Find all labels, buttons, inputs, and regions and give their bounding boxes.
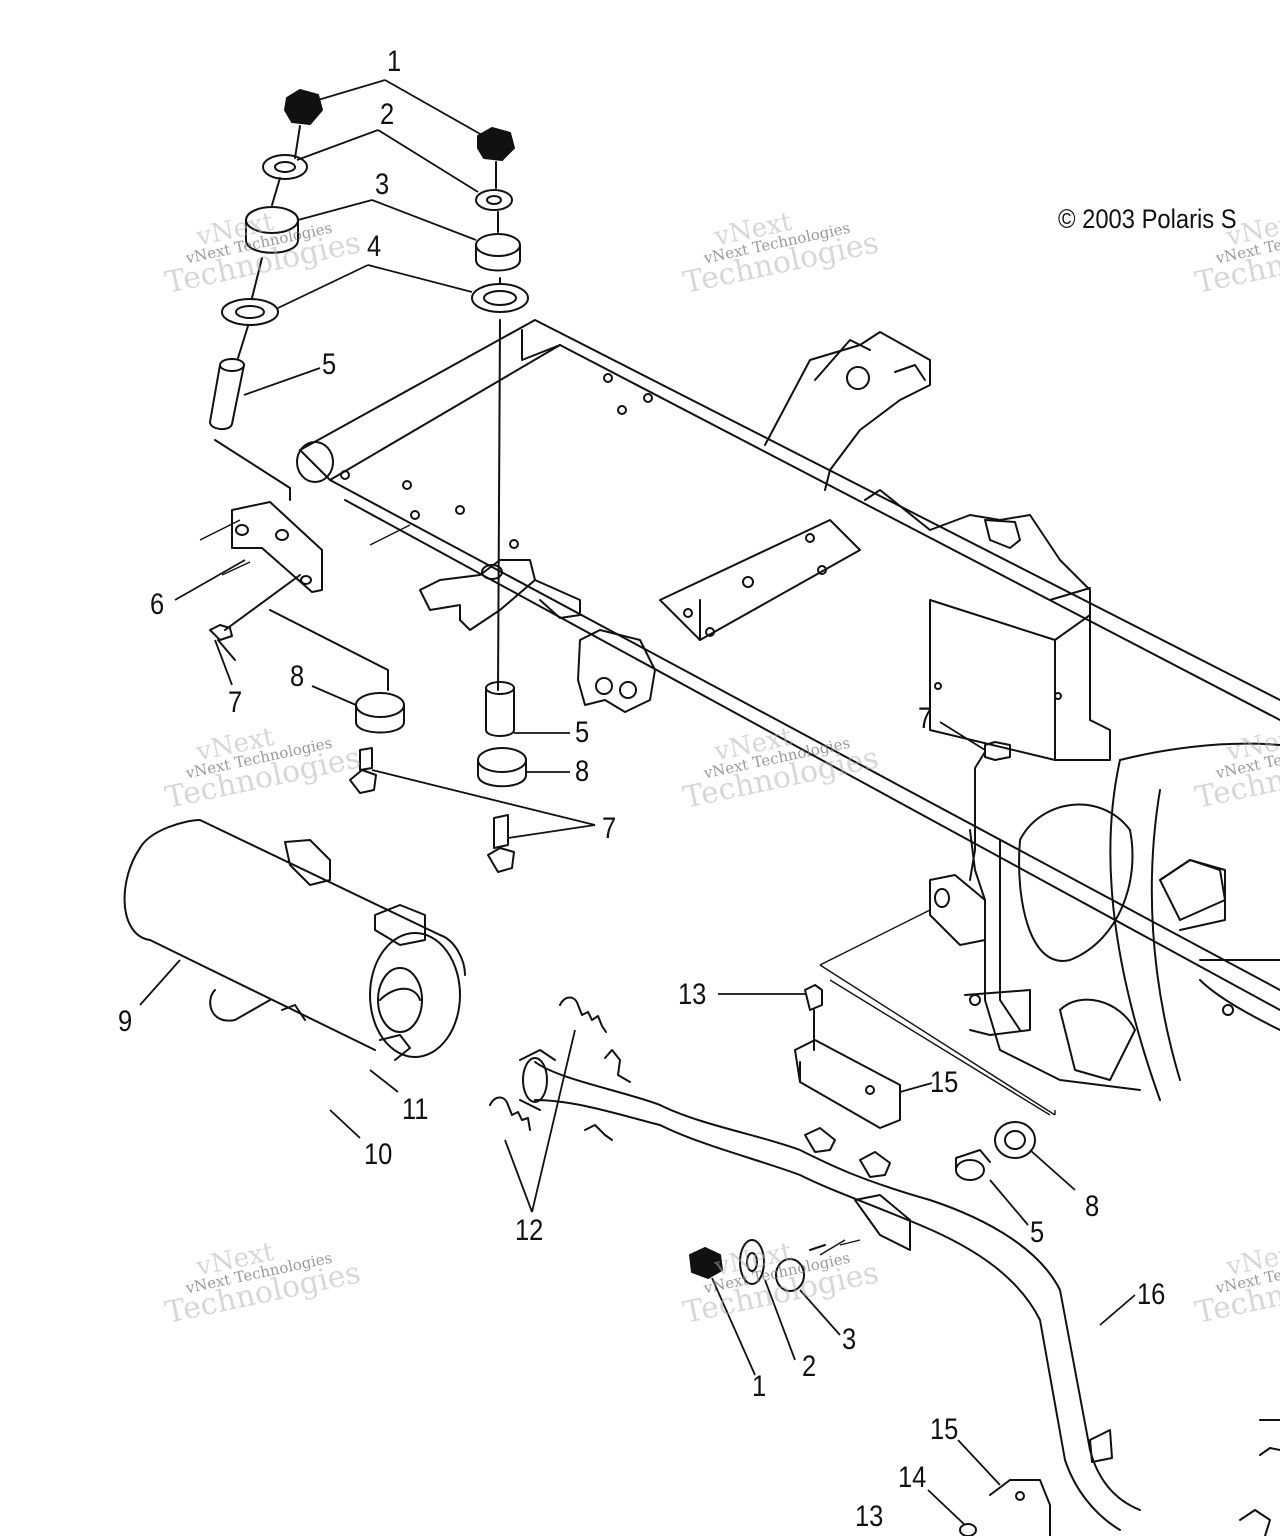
callout-9: 9 [118,1005,133,1038]
side-bracket [1159,859,1226,931]
callout-5: 5 [322,348,337,381]
muffler [123,819,466,1061]
stack-right [471,127,529,691]
callout-8: 8 [290,660,305,693]
exhaust-pipe [519,1049,1280,1531]
callout-1: 1 [752,1370,767,1403]
callout-3: 3 [375,168,390,201]
callout-16: 16 [1137,1278,1166,1311]
callout-11: 11 [402,1093,429,1126]
callout-4: 4 [367,230,382,263]
callout-10: 10 [364,1138,393,1171]
lower-right-hardware [689,1121,1036,1292]
callout-5: 5 [1030,1216,1045,1249]
clamp-bracket [794,984,901,1178]
mount-plate [231,501,323,593]
center-bracket [419,559,656,713]
callout-13: 13 [855,1500,884,1533]
cvt-housing [969,742,1280,1101]
leader-lines [139,79,1136,1526]
frame-crossmember [296,319,1280,1011]
callout-1: 1 [387,45,402,78]
mount-lug [929,874,1031,1036]
springs [489,996,631,1141]
callout-14: 14 [898,1461,927,1494]
callout-8: 8 [1085,1190,1100,1223]
engine-block [864,489,1111,761]
callout-7: 7 [228,686,243,719]
callout-7: 7 [918,702,933,735]
callout-15: 15 [930,1413,959,1446]
callout-2: 2 [380,98,395,131]
callout-3: 3 [842,1323,857,1356]
callout-13: 13 [678,978,707,1011]
rear-bracket [764,331,931,491]
callout-12: 12 [515,1214,544,1247]
callout-2: 2 [802,1350,817,1383]
bottom-bracket [959,1447,1280,1536]
callout-7: 7 [602,812,617,845]
callout-15: 15 [930,1066,959,1099]
callout-8: 8 [575,755,590,788]
callout-6: 6 [150,588,165,621]
callout-5: 5 [575,716,590,749]
copyright-notice: © 2003 Polaris S [1058,204,1237,234]
